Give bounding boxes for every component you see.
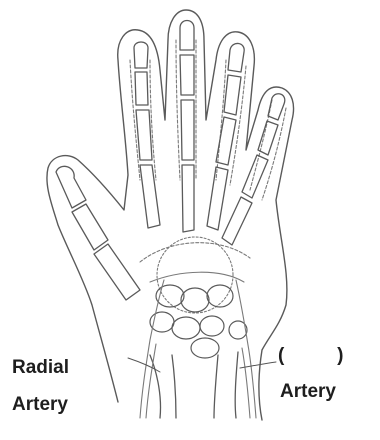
forearm-bones xyxy=(150,352,238,418)
blank-leader xyxy=(240,362,276,368)
hand-outline xyxy=(47,10,294,420)
radial-artery-label-line2: Artery xyxy=(12,393,68,417)
palmar-arches xyxy=(140,237,250,313)
blank-artery-label: Artery xyxy=(280,380,336,404)
radial-artery-label-line1: Radial xyxy=(12,356,69,380)
blank-artery-label-parens: ( ) xyxy=(278,344,343,368)
leader-lines xyxy=(128,358,276,372)
carpal-bones xyxy=(150,285,247,358)
